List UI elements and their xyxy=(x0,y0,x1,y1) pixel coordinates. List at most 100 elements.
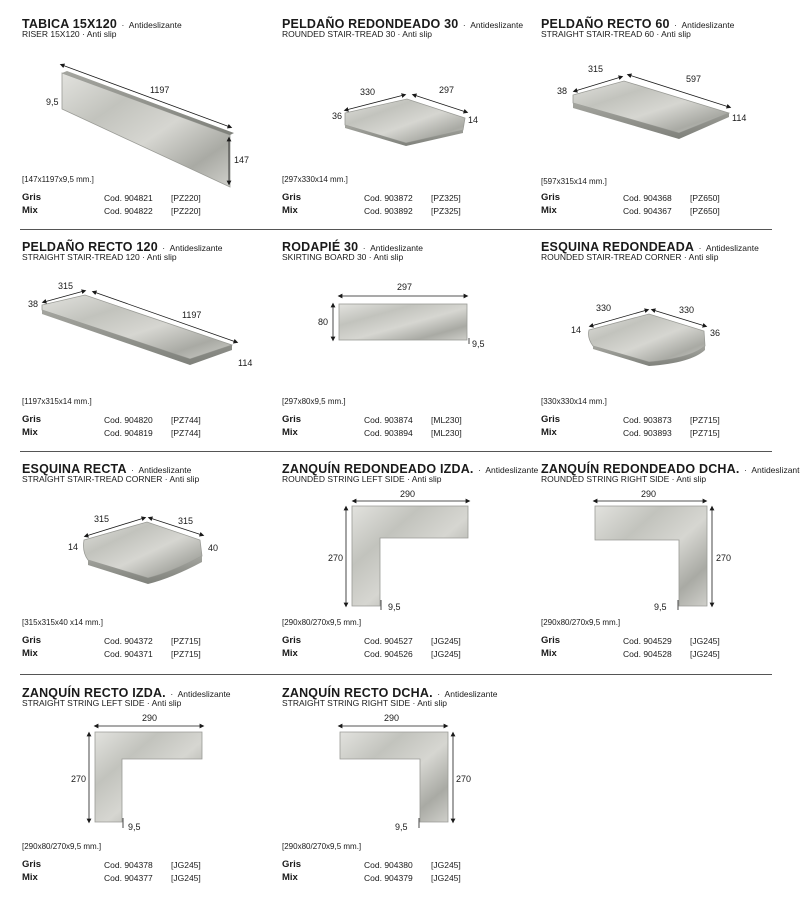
product-size: [597x315x14 mm.] xyxy=(541,177,607,186)
product-card: ZANQUÍN RECTO IZDA. · Antideslizante STR… xyxy=(22,684,272,889)
product-anti-slip-label: Antideslizante xyxy=(138,465,192,475)
dim-line xyxy=(411,93,469,114)
dim-label: 270 xyxy=(71,774,86,784)
dim-label: 330 xyxy=(596,303,611,313)
product-title: PELDAÑO REDONDEADO 30 xyxy=(282,17,459,31)
product-anti-slip-label: Antideslizante xyxy=(681,20,735,30)
product-subtitle: STRAIGHT STAIR-TREAD 60 · Anti slip xyxy=(541,29,691,39)
product-card: TABICA 15X120 · Antideslizante RISER 15X… xyxy=(22,15,272,220)
product-drawing: 290 270 9,5 xyxy=(328,489,471,612)
dim-label: 9,5 xyxy=(395,822,408,832)
product-card: PELDAÑO RECTO 120 · Antideslizante STRAI… xyxy=(22,238,272,443)
product-title: ESQUINA REDONDEADA xyxy=(541,240,695,254)
dim-label: 290 xyxy=(400,489,415,499)
dim-label: 290 xyxy=(142,713,157,723)
dim-label: 80 xyxy=(318,317,328,327)
dim-line xyxy=(91,290,239,344)
product-card: PELDAÑO REDONDEADO 30 · Antideslizante R… xyxy=(282,15,532,220)
product-subtitle: RISER 15X120 · Anti slip xyxy=(22,29,117,39)
dim-label: 36 xyxy=(710,328,720,338)
tile-edge xyxy=(573,103,729,139)
product-card: PELDAÑO RECTO 60 · Antideslizante STRAIG… xyxy=(541,15,791,220)
product-size: [1197x315x14 mm.] xyxy=(22,397,92,406)
dim-label: 9,5 xyxy=(472,339,485,349)
product-subtitle: ROUNDED STAIR-TREAD CORNER · Anti slip xyxy=(541,252,719,262)
product-size: [297x330x14 mm.] xyxy=(282,175,348,184)
tile-face xyxy=(351,505,469,607)
dim-label: 14 xyxy=(468,115,478,125)
tile-face xyxy=(94,731,203,823)
product-card: ZANQUÍN RECTO DCHA. · Antideslizante STR… xyxy=(282,684,532,889)
dim-label: 14 xyxy=(68,542,78,552)
dim-label: 1197 xyxy=(182,310,201,320)
product-drawing: 330 330 14 36 xyxy=(571,303,720,366)
dim-label: 147 xyxy=(234,155,249,165)
tile-face xyxy=(588,313,706,363)
dim-label: 38 xyxy=(557,86,567,96)
product-drawing: 290 270 9,5 xyxy=(592,489,731,612)
tile-face xyxy=(594,505,708,607)
dim-label: 9,5 xyxy=(654,602,667,612)
dim-label: 270 xyxy=(328,553,343,563)
dim-label: 597 xyxy=(686,74,701,84)
product-anti-slip-label: Antideslizante xyxy=(128,20,182,30)
dim-label: 14 xyxy=(571,325,581,335)
product-anti-slip-label: Antideslizante xyxy=(705,243,759,253)
product-title: PELDAÑO RECTO 120 xyxy=(22,240,158,254)
dim-line xyxy=(572,75,624,93)
product-size: [290x80/270x9,5 mm.] xyxy=(22,842,102,851)
product-anti-slip-label: Antideslizante xyxy=(470,20,524,30)
product-title: TABICA 15X120 xyxy=(22,17,117,31)
dim-label: 9,5 xyxy=(128,822,141,832)
product-drawing: 290 270 9,5 xyxy=(71,713,205,832)
product-card: ZANQUÍN REDONDEADO DCHA. · Antideslizant… xyxy=(541,460,800,665)
dim-label: 297 xyxy=(397,282,412,292)
product-card: RODAPIÉ 30 · Antideslizante SKIRTING BOA… xyxy=(282,238,532,443)
dim-label: 290 xyxy=(384,713,399,723)
product-drawing: 290 270 9,5 xyxy=(337,713,471,832)
product-anti-slip-label: Antideslizante xyxy=(751,465,800,475)
section-divider xyxy=(20,451,772,452)
dim-line xyxy=(83,516,147,538)
product-title: ZANQUÍN REDONDEADO IZDA. xyxy=(282,462,474,476)
tile-face xyxy=(61,72,231,188)
product-drawing: 315 1197 38 114 xyxy=(28,281,252,368)
product-size: [290x80/270x9,5 mm.] xyxy=(282,842,362,851)
product-subtitle: ROUNDED STRING LEFT SIDE · Anti slip xyxy=(282,474,442,484)
product-subtitle: ROUNDED STAIR-TREAD 30 · Anti slip xyxy=(282,29,433,39)
dim-label: 114 xyxy=(238,358,252,368)
dim-label: 290 xyxy=(641,489,656,499)
section-divider xyxy=(20,229,772,230)
product-size: [290x80/270x9,5 mm.] xyxy=(282,618,362,627)
dim-label: 297 xyxy=(439,85,454,95)
product-drawing: 297 80 9,5 xyxy=(318,282,485,349)
product-card: ZANQUÍN REDONDEADO IZDA. · Antideslizant… xyxy=(282,462,539,659)
product-title: ZANQUÍN REDONDEADO DCHA. xyxy=(541,462,740,476)
dim-line xyxy=(41,289,87,304)
dim-label: 315 xyxy=(58,281,73,291)
dim-line xyxy=(650,308,708,328)
product-subtitle: STRAIGHT STAIR-TREAD CORNER · Anti slip xyxy=(22,474,200,484)
dim-label: 114 xyxy=(732,113,746,123)
product-subtitle: STRAIGHT STRING LEFT SIDE · Anti slip xyxy=(22,698,182,708)
product-size: [297x80x9,5 mm.] xyxy=(282,397,346,406)
tile-face xyxy=(41,294,234,360)
tile-face xyxy=(338,303,468,341)
product-size: [315x315x40 x14 mm.] xyxy=(22,618,103,627)
dim-line xyxy=(588,308,650,328)
tile-edge xyxy=(88,556,202,584)
dim-label: 315 xyxy=(178,516,193,526)
dim-label: 315 xyxy=(94,514,109,524)
product-anti-slip-label: Antideslizante xyxy=(177,689,231,699)
dim-line xyxy=(343,93,407,112)
tile-face xyxy=(339,731,449,823)
product-title: ZANQUÍN RECTO DCHA. xyxy=(282,686,433,700)
product-title: ESQUINA RECTA xyxy=(22,462,127,476)
dim-label: 315 xyxy=(588,64,603,74)
tile-edge xyxy=(345,125,463,146)
product-anti-slip-label: Antideslizante xyxy=(444,689,498,699)
product-subtitle: ROUNDED STRING RIGHT SIDE · Anti slip xyxy=(541,474,707,484)
product-size: [330x330x14 mm.] xyxy=(541,397,607,406)
product-subtitle: SKIRTING BOARD 30 · Anti slip xyxy=(282,252,404,262)
product-drawing: 315 315 14 40 xyxy=(68,514,218,584)
